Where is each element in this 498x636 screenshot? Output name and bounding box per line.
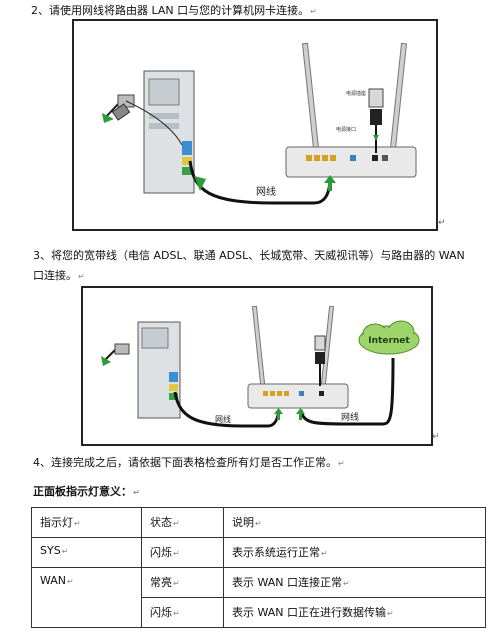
table-cell: 表示 WAN 口正在进行数据传输↵	[223, 597, 486, 628]
paragraph-mark: ↵	[78, 272, 85, 281]
table-header-cell: 指示灯↵	[31, 507, 142, 538]
step3-text-line2: 口连接。↵	[33, 269, 85, 282]
step4-text: 4、连接完成之后，请依据下面表格检查所有灯是否工作正常。↵	[33, 456, 345, 469]
internet-cloud-icon: Internet	[358, 320, 420, 355]
figure-wan-illustration: 网线 网线 Internet	[101, 305, 420, 428]
arrow-icon	[296, 408, 305, 414]
cable-label-right: 网线	[341, 411, 359, 423]
paragraph-mark: ↵	[438, 218, 446, 228]
figure-lan-illustration: 网线 电源插座 电源接口	[102, 42, 417, 205]
cloud-label: Internet	[368, 336, 410, 346]
power-label: 电源接口	[336, 126, 356, 133]
table-cell: 表示系统运行正常↵	[223, 537, 486, 568]
table-cell: 表示 WAN 口连接正常↵	[223, 567, 486, 598]
cable-label: 网线	[256, 185, 276, 198]
cable-label-left: 网线	[215, 414, 231, 424]
computer-tower-icon	[143, 70, 195, 194]
router-icon	[285, 42, 417, 178]
paragraph-mark: ↵	[432, 432, 440, 442]
router-icon	[247, 305, 349, 409]
power-adapter-icon	[314, 335, 326, 386]
arrow-icon	[328, 181, 332, 191]
table-cell: 常亮↵	[141, 567, 224, 598]
figure-wan-connection: 网线 网线 Internet	[81, 286, 433, 446]
arrow-icon	[299, 412, 302, 420]
plug-inset-icon	[101, 343, 130, 366]
arrow-icon	[194, 176, 206, 191]
table-header-cell: 说明↵	[223, 507, 486, 538]
computer-tower-icon	[137, 321, 181, 419]
indicator-light-table: 指示灯↵ 状态↵ 说明↵ SYS↵ 闪烁↵ 表示系统运行正常↵ WAN↵ 常亮↵…	[31, 507, 486, 628]
table-row: 闪烁↵ 表示 WAN 口正在进行数据传输↵	[32, 597, 486, 628]
wan-cable	[299, 357, 395, 426]
paragraph-mark: ↵	[133, 488, 140, 497]
table-cell: SYS↵	[31, 537, 142, 568]
panel-lights-heading: 正面板指示灯意义：↵	[33, 485, 140, 498]
power-adapter-icon: 电源插座 电源接口	[336, 88, 384, 153]
paragraph-mark: ↵	[338, 459, 345, 468]
table-cell: WAN↵	[31, 567, 142, 628]
table-header-row: 指示灯↵ 状态↵ 说明↵	[31, 507, 486, 538]
table-cell: 闪烁↵	[141, 597, 224, 628]
socket-label: 电源插座	[346, 90, 366, 97]
arrow-icon	[324, 175, 336, 183]
table-row: SYS↵ 闪烁↵ 表示系统运行正常↵	[31, 537, 486, 568]
step2-text: 2、请使用网线将路由器 LAN 口与您的计算机网卡连接。↵	[31, 4, 317, 17]
figure-lan-connection: 网线 电源插座 电源接口	[72, 19, 438, 231]
arrow-icon	[274, 408, 283, 414]
paragraph-mark: ↵	[310, 7, 317, 16]
arrow-icon	[277, 412, 280, 420]
table-header-cell: 状态↵	[141, 507, 224, 538]
table-cell: 闪烁↵	[141, 537, 224, 568]
plug-inset-icon	[102, 94, 183, 146]
table-row: WAN↵ 常亮↵ 表示 WAN 口连接正常↵	[31, 567, 486, 628]
step3-text-line1: 3、将您的宽带线（电信 ADSL、联通 ADSL、长城宽带、天威视讯等）与路由器…	[33, 249, 465, 262]
